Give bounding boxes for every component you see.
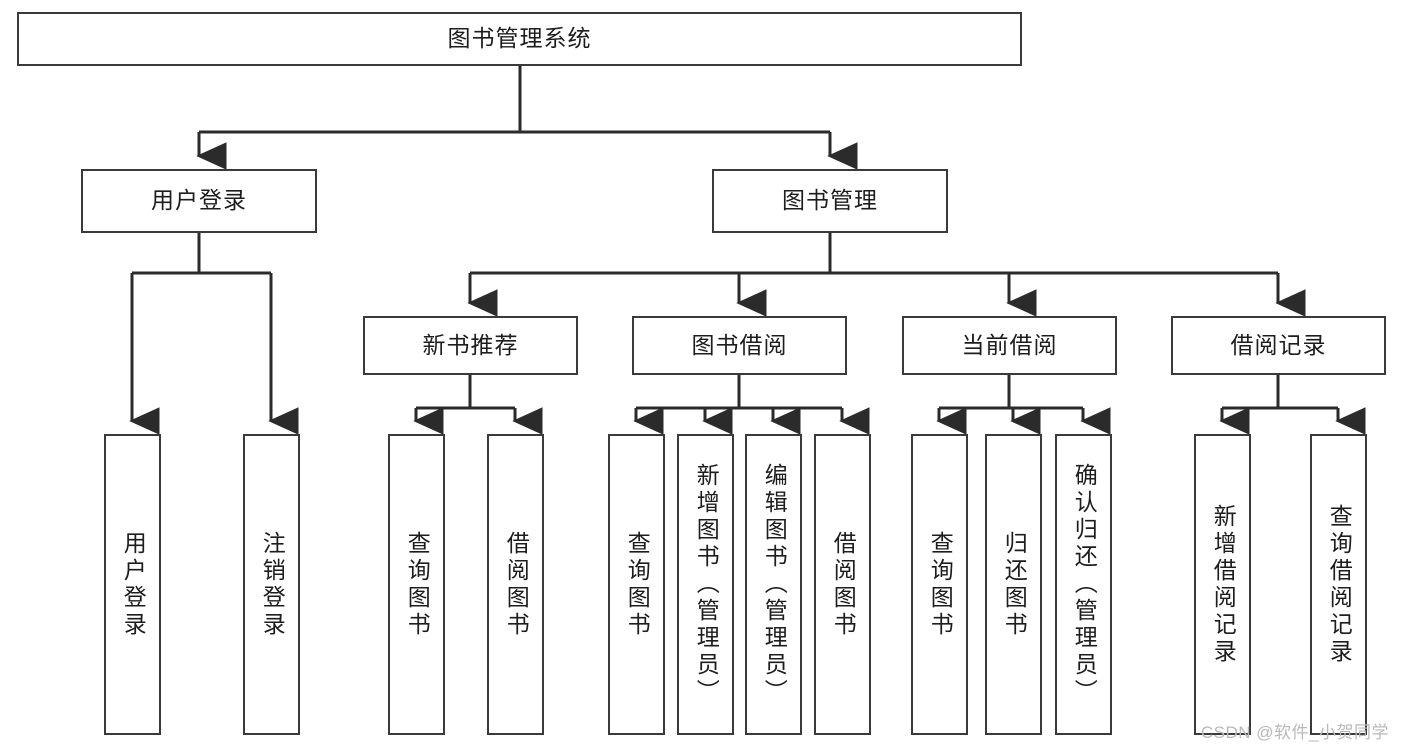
node-leaf-confirm-return[interactable]: 确认归还（管理员） — [1055, 434, 1112, 735]
node-leaf-query-book-3-label: 查询图书 — [927, 530, 954, 639]
node-book-management[interactable]: 图书管理 — [712, 169, 948, 233]
node-leaf-add-borrow-record[interactable]: 新增借阅记录 — [1194, 434, 1251, 735]
node-current-borrow[interactable]: 当前借阅 — [902, 316, 1117, 375]
node-leaf-user-login-label: 用户登录 — [120, 530, 147, 639]
node-leaf-add-book[interactable]: 新增图书（管理员） — [677, 434, 734, 735]
node-leaf-logout-label: 注销登录 — [259, 530, 286, 639]
node-borrow-record-label: 借阅记录 — [1230, 331, 1327, 358]
node-leaf-user-login[interactable]: 用户登录 — [104, 434, 161, 735]
node-leaf-return-book-label: 归还图书 — [1001, 530, 1028, 639]
node-root-label: 图书管理系统 — [447, 25, 592, 52]
watermark: CSDN @软件_小贺同学 — [1200, 723, 1389, 742]
node-leaf-confirm-return-label: 确认归还（管理员） — [1071, 463, 1098, 706]
node-book-borrow[interactable]: 图书借阅 — [632, 316, 847, 375]
node-new-book-recommend[interactable]: 新书推荐 — [363, 316, 578, 375]
node-leaf-logout[interactable]: 注销登录 — [243, 434, 300, 735]
node-leaf-borrow-book-1[interactable]: 借阅图书 — [487, 434, 544, 735]
node-leaf-query-book-1-label: 查询图书 — [404, 530, 431, 639]
node-leaf-query-book-1[interactable]: 查询图书 — [388, 434, 445, 735]
node-leaf-borrow-book-1-label: 借阅图书 — [503, 530, 530, 639]
node-new-book-recommend-label: 新书推荐 — [422, 331, 519, 358]
node-leaf-borrow-book-2-label: 借阅图书 — [830, 530, 857, 639]
node-leaf-edit-book-label: 编辑图书（管理员） — [761, 463, 788, 706]
node-book-management-label: 图书管理 — [782, 187, 878, 214]
node-leaf-borrow-book-2[interactable]: 借阅图书 — [814, 434, 871, 735]
node-current-borrow-label: 当前借阅 — [961, 331, 1058, 358]
node-leaf-return-book[interactable]: 归还图书 — [985, 434, 1042, 735]
node-book-borrow-label: 图书借阅 — [691, 331, 788, 358]
node-leaf-query-borrow-record-label: 查询借阅记录 — [1326, 503, 1353, 666]
node-leaf-add-book-label: 新增图书（管理员） — [693, 463, 720, 706]
node-borrow-record[interactable]: 借阅记录 — [1171, 316, 1386, 375]
node-leaf-add-borrow-record-label: 新增借阅记录 — [1210, 503, 1237, 666]
node-leaf-query-book-2-label: 查询图书 — [624, 530, 651, 639]
node-leaf-edit-book[interactable]: 编辑图书（管理员） — [745, 434, 802, 735]
node-root[interactable]: 图书管理系统 — [17, 12, 1022, 66]
node-leaf-query-borrow-record[interactable]: 查询借阅记录 — [1310, 434, 1367, 735]
node-user-login-label: 用户登录 — [151, 187, 247, 214]
node-leaf-query-book-3[interactable]: 查询图书 — [911, 434, 968, 735]
node-user-login[interactable]: 用户登录 — [81, 169, 317, 233]
node-leaf-query-book-2[interactable]: 查询图书 — [608, 434, 665, 735]
